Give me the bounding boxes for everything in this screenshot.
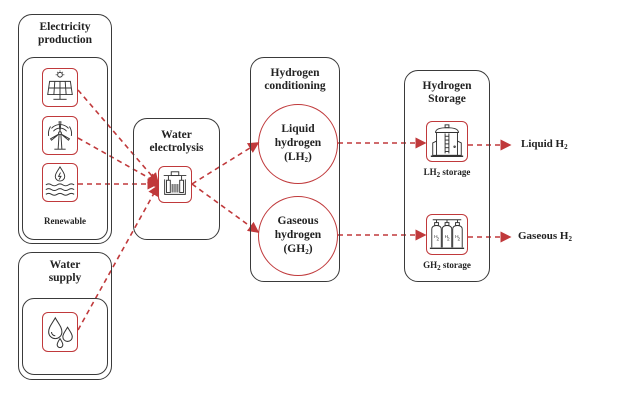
- label-sub: 2: [436, 171, 441, 179]
- arrow-electrolysis-to-gaseous: [191, 183, 260, 233]
- gaseous-h2-output: Gaseous H2: [518, 230, 572, 243]
- hydropower-icon: [42, 163, 78, 202]
- hydrogen-conditioning-title: Hydrogen conditioning: [251, 67, 339, 93]
- node-abbr: (LH2): [275, 150, 321, 167]
- title-line: production: [37, 34, 93, 46]
- label-prefix: LH: [423, 167, 437, 177]
- output-prefix: Liquid H: [521, 138, 565, 150]
- convergence-dot: [153, 181, 159, 187]
- lh2-storage-label: LH2 storage: [404, 167, 490, 179]
- liquid-hydrogen-node: Liquid hydrogen (LH2): [258, 104, 338, 184]
- arrow-wind-to-electrolysis: [77, 137, 160, 184]
- title-line: Storage: [428, 93, 466, 105]
- hydrogen-storage-title: Hydrogen Storage: [405, 80, 489, 106]
- node-line: Gaseous: [277, 214, 319, 227]
- water-supply-inner-box: [22, 298, 108, 375]
- svg-text:H: H: [455, 234, 459, 240]
- svg-text:2: 2: [447, 237, 450, 243]
- label-suffix: storage: [440, 167, 471, 177]
- node-line: hydrogen: [274, 228, 322, 241]
- electrolyzer-icon: [158, 166, 192, 203]
- svg-text:2: 2: [437, 237, 440, 243]
- hydrogen-storage-box: Hydrogen Storage: [404, 70, 490, 282]
- title-line: electrolysis: [149, 142, 204, 154]
- water-supply-title: Water supply: [19, 259, 111, 285]
- label-sub: 2: [437, 264, 441, 272]
- electricity-production-title: Electricity production: [19, 21, 111, 47]
- water-supply-box: Water supply: [18, 252, 112, 380]
- arrow-solar-to-electrolysis: [77, 89, 160, 185]
- title-line: Electricity: [39, 21, 91, 33]
- water-electrolysis-box: Water electrolysis: [133, 118, 220, 240]
- water-electrolysis-title: Water electrolysis: [134, 129, 219, 155]
- abbr-suffix: ): [308, 150, 312, 163]
- wind-turbine-icon: [42, 116, 78, 155]
- output-sub: 2: [568, 235, 572, 243]
- arrow-electrolysis-to-liquid: [191, 142, 260, 185]
- electricity-production-box: Electricity production: [18, 14, 112, 244]
- water-drops-icon: [42, 312, 78, 352]
- liquid-h2-output: Liquid H2: [521, 138, 568, 151]
- gaseous-hydrogen-node: Gaseous hydrogen (GH2): [258, 196, 338, 276]
- node-line: hydrogen: [274, 136, 322, 149]
- abbr-sub: 2: [304, 155, 309, 164]
- node-line: Liquid: [281, 122, 315, 135]
- hydrogen-conditioning-box: Hydrogen conditioning: [250, 57, 340, 282]
- title-line: Hydrogen: [270, 67, 320, 79]
- label-suffix: storage: [440, 260, 471, 270]
- abbr-prefix: (LH: [284, 150, 305, 163]
- liquid-tank-icon: [426, 121, 468, 162]
- gh2-storage-label: GH2 storage: [404, 260, 490, 272]
- title-line: supply: [48, 272, 82, 284]
- title-line: Water: [49, 259, 81, 271]
- svg-text:2: 2: [457, 237, 460, 243]
- output-prefix: Gaseous H: [518, 230, 569, 242]
- title-line: Hydrogen: [422, 80, 472, 92]
- svg-text:H: H: [434, 234, 438, 240]
- abbr-prefix: (GH: [283, 242, 306, 255]
- title-line: Water: [161, 129, 192, 141]
- renewable-box: Renewable: [22, 57, 108, 240]
- solar-panel-icon: [42, 68, 78, 107]
- abbr-suffix: ): [308, 242, 313, 255]
- arrow-water-to-electrolysis: [77, 184, 159, 331]
- renewable-label: Renewable: [44, 216, 86, 226]
- abbr-sub: 2: [305, 247, 309, 256]
- node-abbr: (GH2): [275, 242, 321, 259]
- svg-text:H: H: [445, 234, 449, 240]
- output-sub: 2: [564, 143, 568, 151]
- label-prefix: GH: [423, 260, 438, 270]
- title-line: conditioning: [264, 80, 326, 92]
